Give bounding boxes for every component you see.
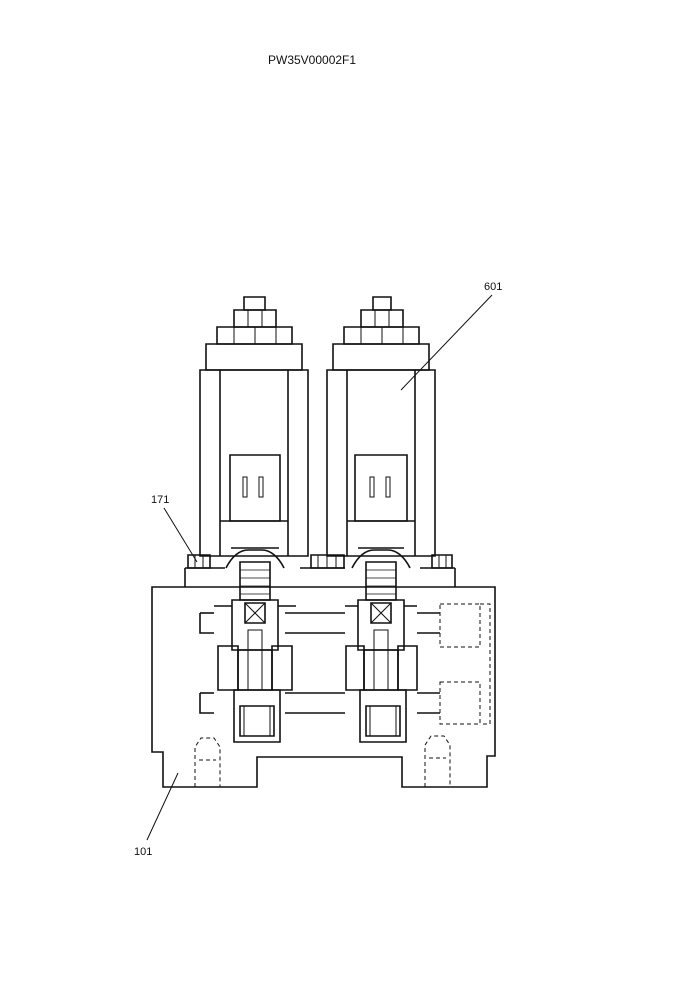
valve-body-101 <box>151 586 496 788</box>
callout-label-601: 601 <box>484 281 503 293</box>
leader-line-101 <box>146 772 179 841</box>
leader-line-171 <box>163 507 198 563</box>
callout-label-101: 101 <box>134 846 153 858</box>
mounting-plate <box>184 554 456 587</box>
leader-line-601 <box>400 294 493 391</box>
callout-label-171: 171 <box>151 494 170 506</box>
drawing-code: PW35V00002F1 <box>268 53 357 67</box>
left-solenoid <box>199 296 309 557</box>
leader-lines <box>146 294 493 841</box>
right-spool-cartridge <box>345 549 418 743</box>
left-spool-cartridge <box>214 549 296 743</box>
right-solenoid <box>326 296 436 557</box>
